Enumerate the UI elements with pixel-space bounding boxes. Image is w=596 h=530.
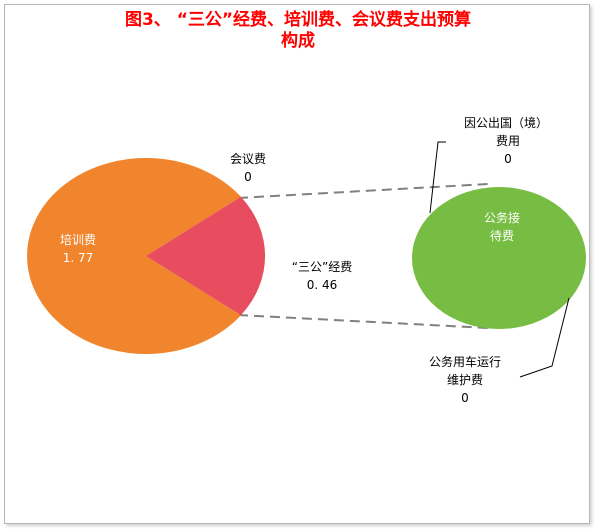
label-vehicle-value: 0 xyxy=(461,391,469,405)
chart-title-line-2: 构成 xyxy=(281,31,315,51)
label-abroad-line-2: 费用 xyxy=(496,134,520,148)
label-reception-line-1: 公务接 xyxy=(484,210,520,225)
label-vehicle-line-2: 维护费 xyxy=(447,373,483,387)
label-sangong-name: “三公”经费 xyxy=(292,260,352,274)
label-reception-line-2: 待费 xyxy=(490,229,514,243)
leader-line-abroad xyxy=(429,141,446,214)
connector-line-top xyxy=(237,183,489,199)
chart-title-line-1: 图3、 “三公”经费、培训费、会议费支出预算 xyxy=(124,10,472,30)
connector-line-bottom xyxy=(237,314,489,329)
label-training-value: 1. 77 xyxy=(63,251,94,265)
chart-title: 图3、 “三公”经费、培训费、会议费支出预算 构成 xyxy=(0,10,596,52)
label-meeting-value: 0 xyxy=(244,170,252,184)
pie-slice-training xyxy=(27,158,241,355)
secondary-pie-slice-reception xyxy=(412,187,586,329)
leader-line-vehicle xyxy=(519,297,570,378)
label-sangong-value: 0. 46 xyxy=(307,278,338,292)
label-vehicle-line-1: 公务用车运行 xyxy=(429,354,501,369)
label-training-name: 培训费 xyxy=(60,232,96,247)
label-abroad-value: 0 xyxy=(504,152,512,166)
pie-slice-sangong xyxy=(146,196,266,316)
label-meeting-name: 会议费 xyxy=(230,152,266,166)
label-abroad-line-1: 因公出国（境） xyxy=(464,115,548,130)
